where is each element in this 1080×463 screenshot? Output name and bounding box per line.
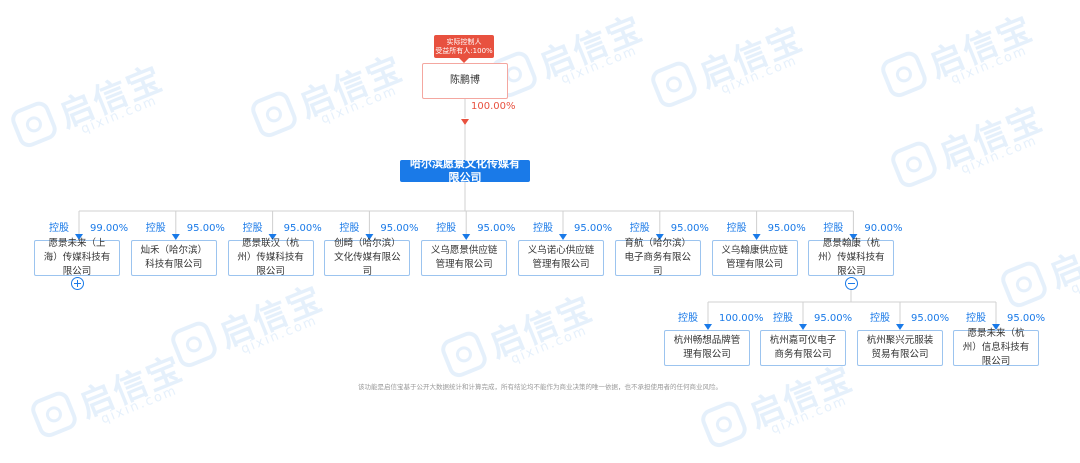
subsidiary-name: 创畸（哈尔滨）文化传媒有限公司 (334, 238, 401, 277)
level1-arrow (75, 234, 83, 240)
subsidiary-percent: 95.00% (283, 223, 322, 234)
subsidiary-box[interactable]: 创畸（哈尔滨）文化传媒有限公司 (324, 238, 411, 277)
subsidiary-percent: 95.00% (186, 223, 225, 234)
toggle-minus-bar (847, 283, 855, 284)
subsidiary-box[interactable]: 育航（哈尔滨）电子商务有限公司 (614, 238, 701, 277)
disclaimer-footer: 该功能是启信宝基于公开大数据统计和计算完成，所有结论均不能作为商业决策的唯一依据… (358, 383, 722, 391)
sub-subsidiary-type-label: 控股 (678, 313, 698, 324)
sub-subsidiary-name: 杭州嘉可仪电子商务有限公司 (769, 335, 837, 360)
sub-subsidiary-percent: 95.00% (814, 313, 853, 324)
subsidiary-percent: 95.00% (477, 223, 516, 234)
subsidiary-box[interactable]: 义乌诺心供应链管理有限公司 (518, 240, 604, 276)
sub-subsidiary-name: 杭州畅想品牌管理有限公司 (673, 335, 741, 360)
subsidiary-type-label: 控股 (49, 223, 69, 234)
level1-arrow (655, 234, 664, 240)
sub-subsidiary-type-label: 控股 (966, 313, 986, 324)
sub-subsidiary-type-label: 控股 (870, 313, 890, 324)
expand-icon[interactable] (70, 277, 84, 290)
subsidiary-name: 义乌翰康供应链管理有限公司 (721, 245, 788, 270)
subsidiary-name: 灿禾（哈尔滨）科技有限公司 (140, 245, 208, 270)
level2-arrow (992, 324, 1000, 330)
level1-arrow (171, 234, 180, 240)
watermark-icon (697, 398, 750, 451)
controller-tag-line2: 受益所有人:100% (435, 47, 493, 55)
sub-subsidiary-name: 愿景未来（杭州）信息科技有限公司 (962, 328, 1030, 367)
subsidiary-type-label: 控股 (823, 223, 844, 234)
subsidiary-box[interactable]: 愿景翰康（杭州）传媒科技有限公司 (808, 238, 895, 277)
level1-arrow (462, 234, 471, 240)
level1-arrow (268, 234, 277, 240)
level2-arrow (799, 324, 807, 330)
subsidiary-type-label: 控股 (726, 223, 747, 234)
subsidiary-name: 育航（哈尔滨）电子商务有限公司 (624, 238, 692, 277)
sub-subsidiary-percent: 95.00% (911, 313, 950, 324)
level1-arrow (752, 234, 761, 240)
subsidiary-box[interactable]: 愿景联汉（杭州）传媒科技有限公司 (227, 238, 314, 277)
sub-subsidiary-name: 杭州聚兴元服装贸易有限公司 (866, 335, 934, 360)
controller-box[interactable]: 陈鹏博 (422, 63, 508, 99)
subsidiary-type-label: 控股 (145, 223, 166, 234)
root-company-name: 哈尔滨愿景文化传媒有限公司 (410, 157, 520, 184)
controller-tag-pointer (459, 58, 469, 63)
sub-subsidiary-box[interactable]: 愿景未来（杭州）信息科技有限公司 (953, 328, 1039, 367)
subsidiary-name: 愿景未来（上海）传媒科技有限公司 (43, 238, 111, 277)
collapse-icon[interactable] (844, 277, 858, 290)
sub-subsidiary-box[interactable]: 杭州畅想品牌管理有限公司 (664, 330, 750, 366)
subsidiary-percent: 95.00% (670, 223, 709, 234)
controller-percent: 100.00% (471, 101, 516, 112)
root-company-box[interactable]: 哈尔滨愿景文化传媒有限公司 (400, 157, 530, 184)
subsidiary-name: 义乌诺心供应链管理有限公司 (527, 245, 595, 270)
subsidiary-box[interactable]: 义乌愿景供应链管理有限公司 (421, 240, 508, 276)
connector-lines (75, 99, 1000, 330)
level1-arrow (559, 234, 567, 240)
subsidiary-box[interactable]: 愿景未来（上海）传媒科技有限公司 (34, 238, 120, 277)
subsidiary-percent: 95.00% (574, 223, 613, 234)
sub-subsidiary-box[interactable]: 杭州聚兴元服装贸易有限公司 (857, 330, 943, 366)
subsidiary-name: 愿景翰康（杭州）传媒科技有限公司 (818, 238, 885, 277)
sub-subsidiary-type-label: 控股 (773, 313, 793, 324)
sub-subsidiary-percent: 100.00% (719, 313, 764, 324)
subsidiary-type-label: 控股 (242, 223, 263, 234)
controller-tag-line1: 实际控制人 (446, 38, 482, 46)
sub-subsidiary-box[interactable]: 杭州嘉可仪电子商务有限公司 (760, 330, 846, 366)
subsidiary-percent: 95.00% (380, 223, 419, 234)
subsidiary-percent: 90.00% (864, 223, 903, 234)
subsidiary-box[interactable]: 义乌翰康供应链管理有限公司 (711, 240, 798, 276)
level2-arrow (704, 324, 712, 330)
level1-arrow (365, 234, 374, 240)
controller-tag: 实际控制人 受益所有人:100% (434, 35, 494, 58)
subsidiary-percent: 99.00% (90, 223, 129, 234)
level2-arrow (896, 324, 904, 330)
controller-name: 陈鹏博 (450, 75, 480, 86)
subsidiary-type-label: 控股 (629, 223, 650, 234)
subsidiary-type-label: 控股 (339, 223, 360, 234)
subsidiary-percent: 95.00% (767, 223, 806, 234)
subsidiary-name: 义乌愿景供应链管理有限公司 (430, 245, 498, 270)
subsidiary-name: 愿景联汉（杭州）传媒科技有限公司 (237, 238, 304, 277)
toggle-plus-bar (76, 280, 78, 287)
sub-subsidiary-percent: 95.00% (1007, 313, 1046, 324)
subsidiary-box[interactable]: 灿禾（哈尔滨）科技有限公司 (130, 240, 217, 276)
level1-arrow (849, 234, 858, 240)
subsidiary-type-label: 控股 (533, 223, 553, 234)
controller-arrow (461, 119, 469, 125)
subsidiary-type-label: 控股 (436, 223, 457, 234)
